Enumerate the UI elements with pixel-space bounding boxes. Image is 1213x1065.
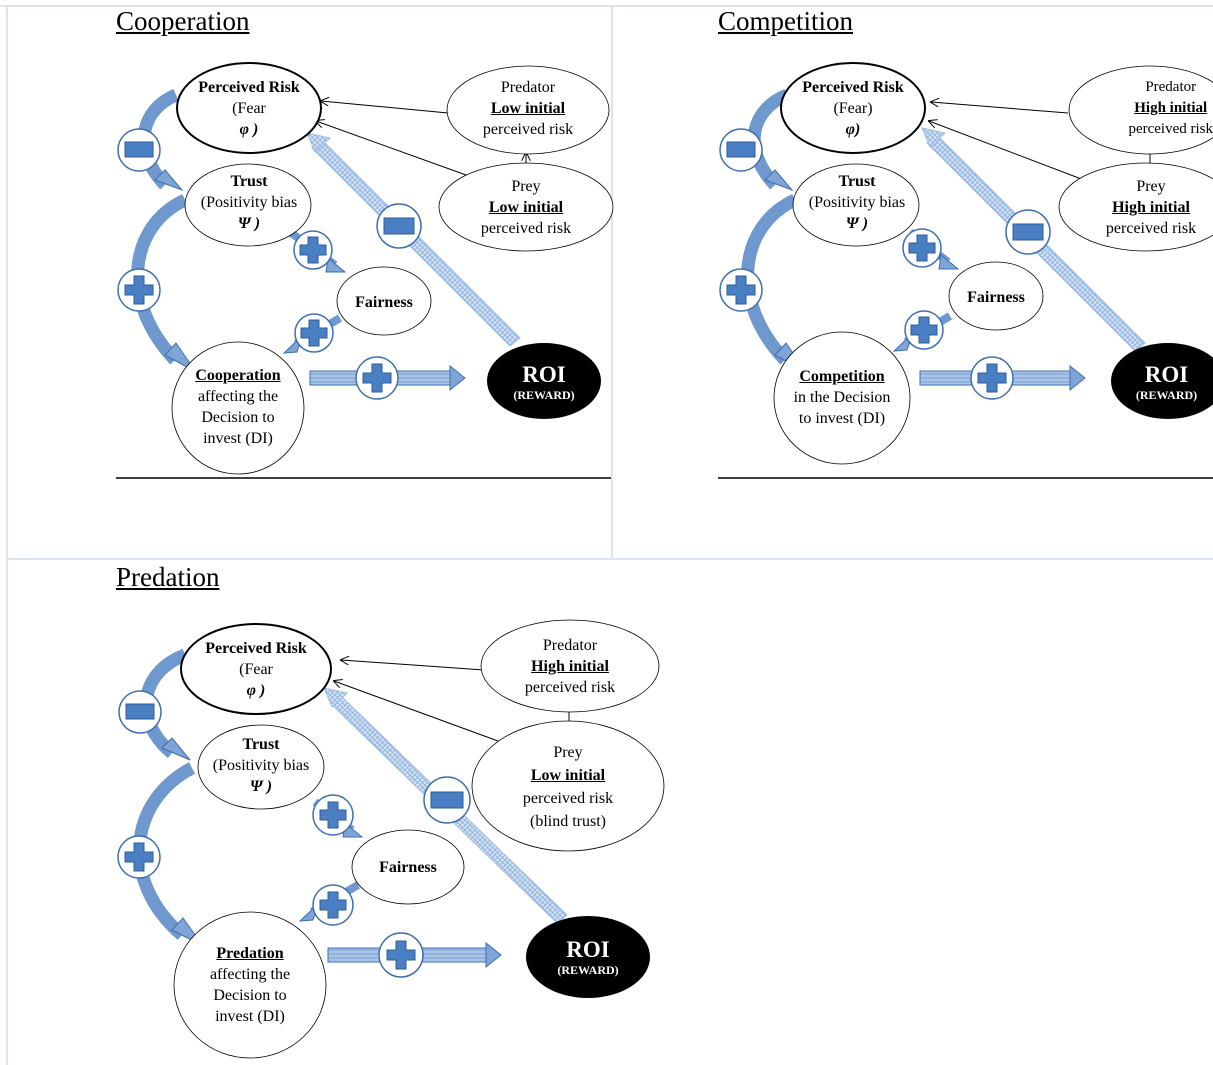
arrow-head	[485, 941, 502, 969]
label-roi: ROI(REWARD)	[513, 361, 575, 402]
node-perceived-risk	[176, 62, 322, 154]
node-predator	[446, 65, 610, 155]
panel-title: Predation	[116, 562, 220, 592]
node-prey	[471, 720, 665, 852]
minus-sign-icon	[1005, 209, 1051, 255]
minus-sign-icon	[719, 128, 763, 172]
minus-sign-icon	[117, 128, 161, 172]
curved-arrow-trust-to-decision	[741, 194, 798, 365]
arrow-prey-to-risk	[316, 121, 467, 176]
plus-sign-icon	[312, 884, 354, 926]
plus-sign-icon	[970, 356, 1014, 400]
minus-sign-icon	[423, 776, 471, 824]
label-fairness: Fairness	[355, 293, 413, 311]
node-trust	[792, 163, 920, 247]
node-predator	[1068, 65, 1213, 155]
node-predator	[480, 619, 660, 713]
arrow-predator-to-risk	[341, 660, 485, 671]
plus-sign-icon	[902, 228, 942, 268]
frame-top-border	[0, 5, 1213, 7]
plus-sign-icon	[719, 268, 763, 312]
node-roi	[1111, 343, 1213, 419]
node-roi	[487, 343, 601, 419]
arrow-head	[938, 254, 960, 270]
node-decision	[171, 341, 305, 475]
plus-sign-icon	[294, 313, 334, 353]
frame-middle-divider	[611, 5, 613, 558]
plus-sign-icon	[117, 268, 161, 312]
node-prey	[1058, 162, 1213, 252]
arrow-head	[325, 257, 347, 273]
node-decision	[773, 331, 911, 465]
minus-sign-icon	[376, 203, 422, 249]
frame-row-divider	[6, 558, 1213, 560]
arrow-head	[449, 364, 466, 392]
label-perceived-risk: Perceived Risk(Fear)φ)	[802, 78, 904, 138]
node-trust	[184, 163, 312, 247]
panel-title: Cooperation	[116, 6, 250, 36]
plus-sign-icon	[312, 794, 354, 836]
node-prey	[438, 162, 614, 252]
node-perceived-risk	[180, 623, 332, 715]
minus-sign-icon	[118, 690, 162, 734]
node-decision	[173, 911, 327, 1059]
plus-sign-icon	[117, 835, 161, 879]
arrow-prey-to-risk	[929, 121, 1085, 181]
curved-arrow-trust-to-decision	[131, 194, 188, 365]
label-fairness: Fairness	[379, 858, 437, 876]
node-trust	[197, 724, 325, 810]
curved-arrow-head	[161, 737, 191, 761]
arrow-prey-to-risk	[334, 681, 499, 742]
feedback-arrow-head	[921, 127, 947, 148]
plus-sign-icon	[293, 230, 333, 270]
node-perceived-risk	[780, 62, 926, 154]
label-fairness: Fairness	[967, 288, 1025, 306]
arrow-predator-to-risk	[321, 101, 449, 114]
frame-left-border	[6, 5, 8, 1065]
curved-arrow-head	[764, 169, 794, 192]
feedback-arrow-roi-to-risk	[311, 139, 521, 347]
curved-arrow-head	[154, 169, 184, 192]
node-roi	[526, 916, 650, 998]
feedback-arrow-head	[306, 132, 332, 153]
plus-sign-icon	[378, 932, 424, 978]
plus-sign-icon	[355, 356, 399, 400]
panel-title: Competition	[718, 6, 853, 36]
node-fairness	[351, 829, 465, 905]
label-roi: ROI(REWARD)	[1135, 361, 1198, 402]
node-fairness	[948, 261, 1044, 331]
plus-sign-icon	[904, 310, 944, 350]
curved-arrow-risk-to-trust	[747, 88, 790, 190]
arrow-head	[1069, 364, 1086, 392]
label-roi: ROI(REWARD)	[557, 936, 619, 977]
node-fairness	[336, 266, 432, 336]
arrow-predator-to-risk	[931, 102, 1069, 114]
feedback-arrow-head	[323, 687, 349, 708]
